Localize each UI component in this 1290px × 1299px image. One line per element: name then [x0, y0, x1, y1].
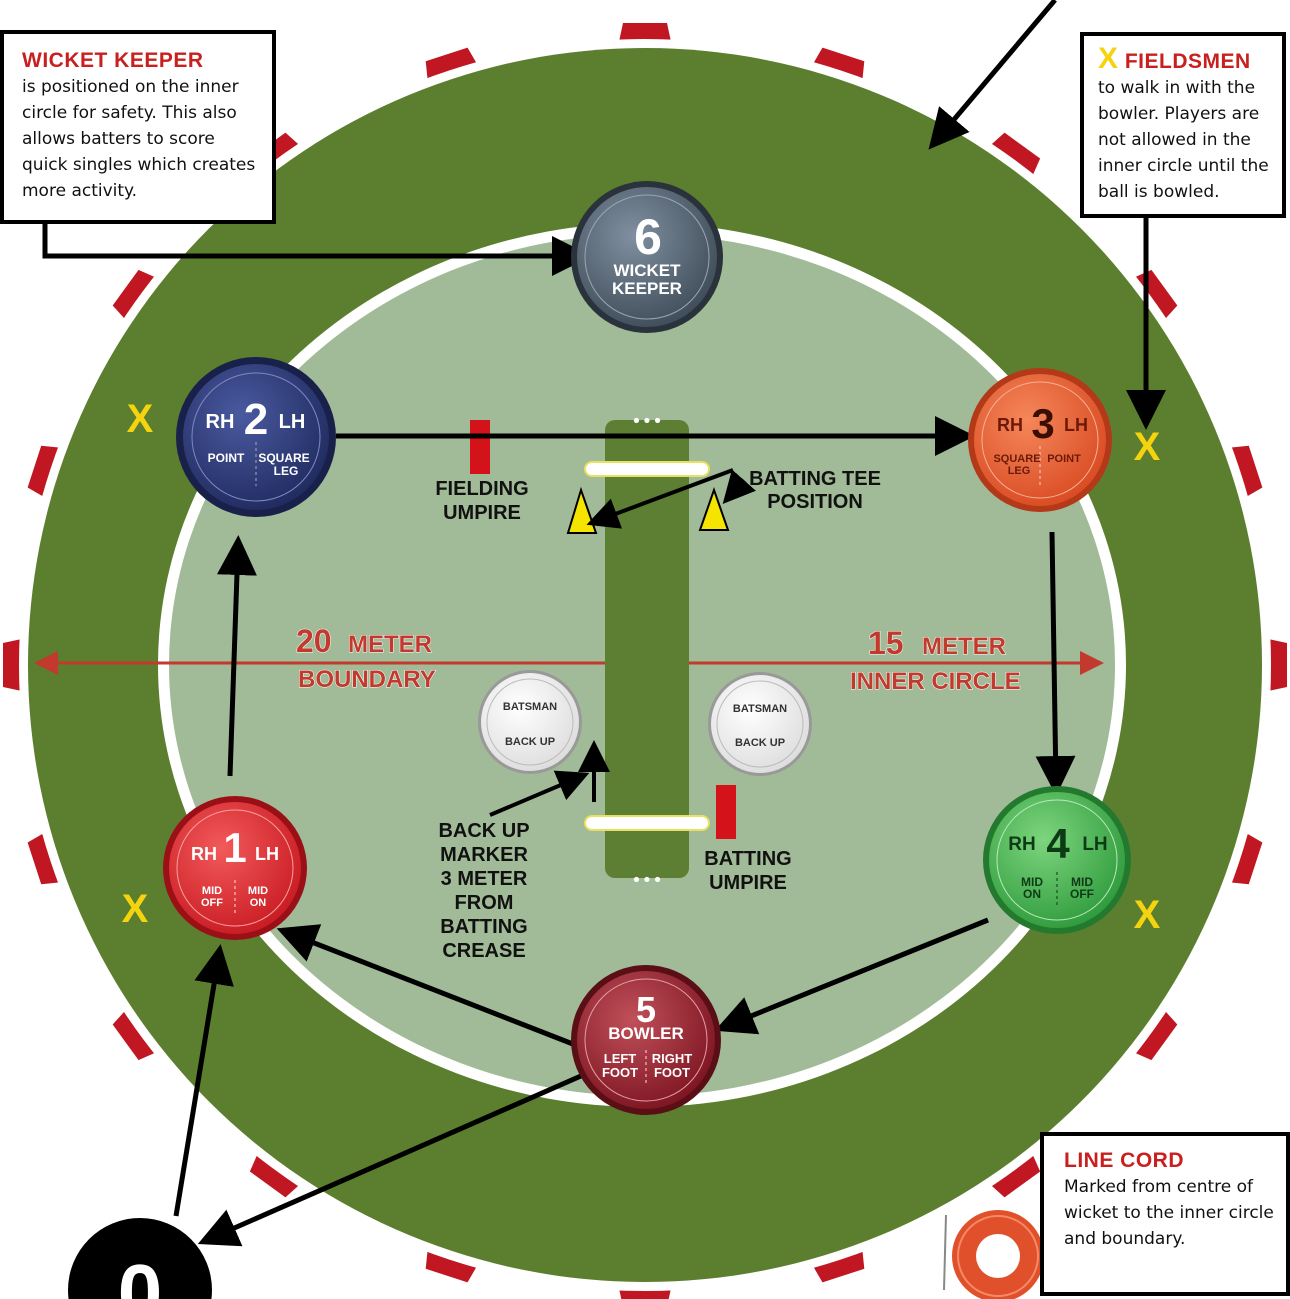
pos2-number: 2: [244, 395, 268, 444]
pos1-lh: LH: [255, 844, 279, 864]
batting-tee-label-1: BATTING TEE: [749, 468, 881, 490]
pos3-left-label-1: SQUARE: [993, 453, 1040, 465]
pos1-right-label-2: ON: [250, 897, 267, 909]
boundary-distance-number: 20: [296, 623, 332, 659]
wicket-keeper-callout-body: is positioned on the inner circle for sa…: [22, 77, 256, 201]
marker-bowler: 5 BOWLER LEFT FOOT RIGHT FOOT: [571, 965, 721, 1115]
inner-circle-distance-unit: METER: [922, 633, 1006, 660]
wicket-keeper-number: 6: [634, 209, 662, 265]
inner-circle-label: INNER CIRCLE: [850, 668, 1021, 695]
batsman-right-label-2: BACK UP: [735, 737, 785, 749]
wicket-keeper-callout-title: WICKET KEEPER: [22, 49, 204, 72]
fieldsman-x-left-bottom: X: [122, 887, 149, 931]
marker-position-2: RH 2 LH POINT SQUARE LEG: [176, 357, 336, 517]
pos1-rh: RH: [191, 844, 217, 864]
marker-wicket-keeper: 6 WICKET KEEPER: [571, 181, 723, 333]
pos3-number: 3: [1031, 400, 1054, 447]
marker-batsman-backup-left: BATSMAN BACK UP: [478, 670, 582, 774]
batting-crease-top: [584, 461, 710, 477]
pos2-left-label: POINT: [208, 451, 245, 465]
wicket-keeper-callout: WICKET KEEPER is positioned on the inner…: [0, 30, 276, 224]
batsman-left-label-1: BATSMAN: [503, 701, 557, 713]
pos2-rh: RH: [206, 411, 235, 433]
pos4-number: 4: [1046, 820, 1070, 867]
bowler-right-label-2: FOOT: [654, 1065, 690, 1080]
inner-circle-distance-number: 15: [868, 625, 904, 661]
pos3-left-label-2: LEG: [1008, 465, 1031, 477]
fieldsman-x-right-top: X: [1134, 425, 1161, 469]
batting-tee-label-2: POSITION: [767, 491, 863, 513]
pos4-left-label-1: MID: [1021, 875, 1043, 889]
pos1-right-label-1: MID: [248, 885, 268, 897]
fieldsmen-callout: X FIELDSMEN to walk in with the bowler. …: [1080, 32, 1286, 218]
marker-position-1: RH 1 LH MID OFF MID ON: [163, 796, 307, 940]
batting-crease-bottom: [584, 815, 710, 831]
fieldsman-x-left-top: X: [127, 397, 154, 441]
marker-position-3: RH 3 LH SQUARE LEG POINT: [968, 368, 1112, 512]
line-cord-callout-title: LINE CORD: [1064, 1149, 1184, 1172]
bowler-number: 5: [636, 989, 656, 1030]
wicket-keeper-label-1: WICKET: [613, 261, 681, 280]
marker-position-0: 0: [68, 1218, 212, 1299]
bowler-left-label-2: FOOT: [602, 1065, 638, 1080]
pos2-right-label-2: LEG: [274, 464, 299, 478]
pos3-right-label: POINT: [1047, 453, 1081, 465]
pos4-right-label-2: OFF: [1070, 887, 1094, 901]
pos3-rh: RH: [997, 415, 1023, 435]
bowler-right-label-1: RIGHT: [652, 1051, 693, 1066]
batting-umpire-marker: [716, 785, 736, 839]
fieldsmen-callout-title-row: X FIELDSMEN: [1098, 44, 1274, 75]
line-cord-reel-icon: [943, 1210, 1044, 1299]
marker-batsman-backup-right: BATSMAN BACK UP: [708, 672, 812, 776]
back-up-marker-label-2: MARKER: [440, 844, 528, 866]
pos2-lh: LH: [279, 411, 306, 433]
line-cord-callout: LINE CORD Marked from centre of wicket t…: [1040, 1132, 1290, 1296]
pitch-dots-bottom: •••: [631, 870, 663, 891]
batting-umpire-label-1: BATTING: [704, 848, 791, 870]
pos1-number: 1: [223, 824, 246, 871]
line-cord-callout-body: Marked from centre of wicket to the inne…: [1064, 1177, 1274, 1249]
batsman-right-label-1: BATSMAN: [733, 703, 787, 715]
pos3-lh: LH: [1064, 415, 1088, 435]
pos1-left-label-2: OFF: [201, 897, 223, 909]
back-up-marker-label-5: BATTING: [440, 916, 527, 938]
pitch-dots-top: •••: [631, 411, 663, 432]
marker-position-4: RH 4 LH MID ON MID OFF: [983, 786, 1131, 934]
fieldsmen-x-icon: X: [1098, 42, 1119, 75]
fielding-umpire-label-1: FIELDING: [435, 478, 528, 500]
batting-umpire-label-2: UMPIRE: [709, 872, 787, 894]
fieldsmen-callout-title: FIELDSMEN: [1124, 50, 1251, 73]
back-up-marker-label-3: 3 METER: [441, 868, 528, 890]
fielding-umpire-label-2: UMPIRE: [443, 502, 521, 524]
batsman-left-label-2: BACK UP: [505, 736, 555, 748]
fieldsman-x-right-bottom: X: [1134, 893, 1161, 937]
pos4-rh: RH: [1008, 834, 1035, 855]
pitch: [605, 420, 689, 878]
pos1-left-label-1: MID: [202, 885, 222, 897]
pos2-right-label-1: SQUARE: [258, 451, 309, 465]
pos4-left-label-2: ON: [1023, 887, 1041, 901]
rotation-arrows: [42, 0, 1166, 1247]
boundary-distance-unit: METER: [348, 631, 432, 658]
pos0-number: 0: [118, 1248, 163, 1299]
fieldsmen-callout-body: to walk in with the bowler. Players are …: [1098, 78, 1269, 202]
pos4-right-label-1: MID: [1071, 875, 1093, 889]
boundary-label: BOUNDARY: [298, 666, 436, 693]
batting-tee-cone-right: [698, 486, 730, 531]
back-up-marker-label-6: CREASE: [442, 940, 525, 962]
bowler-left-label-1: LEFT: [604, 1051, 637, 1066]
wicket-keeper-label-2: KEEPER: [612, 279, 682, 298]
back-up-marker-label-4: FROM: [455, 892, 514, 914]
bowler-label: BOWLER: [608, 1024, 684, 1043]
fielding-umpire-marker: [470, 420, 490, 474]
pos4-lh: LH: [1082, 834, 1107, 855]
back-up-marker-label-1: BACK UP: [438, 820, 529, 842]
